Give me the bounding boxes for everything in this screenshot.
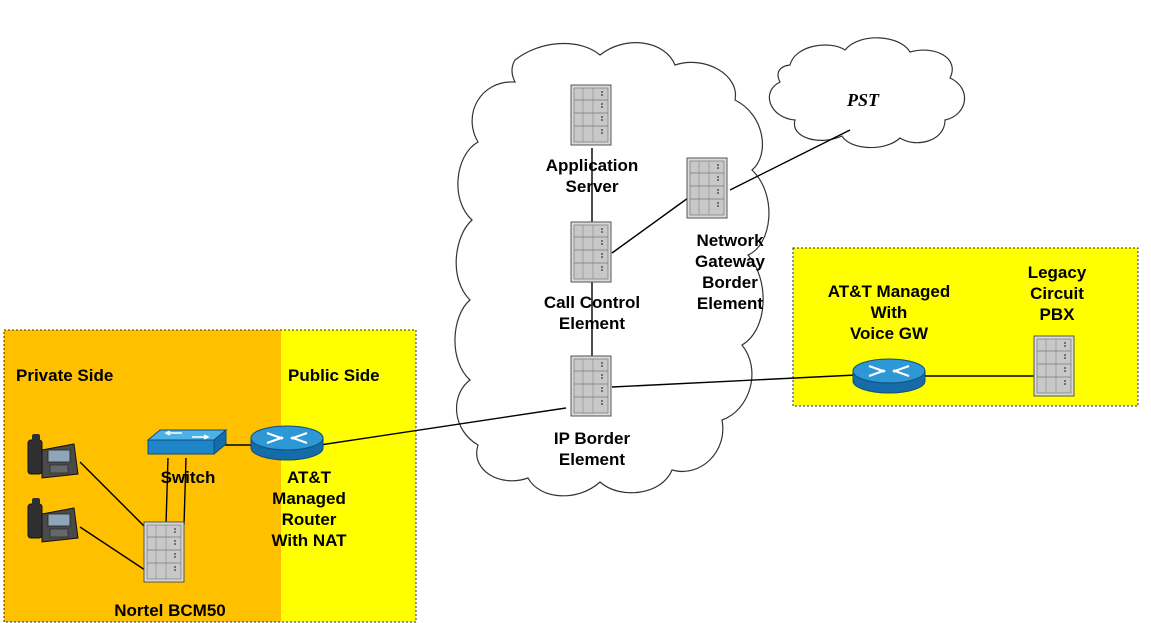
link-phone1-bcm50 xyxy=(79,461,151,533)
connections xyxy=(79,129,1034,573)
att-managed-router-label: AT&T Managed Router With NAT xyxy=(271,468,347,550)
legacy-pbx-label: Legacy Circuit PBX xyxy=(1027,263,1087,324)
link-switch-bcm50-b xyxy=(183,457,187,526)
ip-border-element-icon xyxy=(570,355,612,417)
application-server-label: Application Server xyxy=(545,156,639,196)
remote-site-zone xyxy=(792,247,1139,407)
pstn-cloud-icon xyxy=(768,37,966,149)
nortel-bcm50-icon xyxy=(143,521,185,583)
network-gateway-border-element-label: Network Gateway Border Element xyxy=(695,231,765,313)
nortel-bcm50-label: Nortel BCM50 xyxy=(114,601,226,620)
link-gateway-pstn xyxy=(729,129,851,191)
pstn-label: PST xyxy=(846,90,879,110)
switch-icon xyxy=(147,429,227,455)
call-control-element-icon xyxy=(570,221,612,283)
link-att-router-ip-border xyxy=(319,407,567,446)
call-control-element-label: Call Control Element xyxy=(543,293,641,333)
att-voice-gw-label: AT&T Managed With Voice GW xyxy=(827,282,951,343)
public-side-label: Public Side xyxy=(288,366,380,385)
att-managed-router-icon xyxy=(250,425,324,461)
switch-label: Switch xyxy=(160,468,216,487)
link-switch-bcm50-a xyxy=(165,457,169,526)
ip-border-element-label: IP Border Element xyxy=(553,429,631,469)
private-side-label: Private Side xyxy=(16,366,114,385)
link-ip-border-voice-gw xyxy=(611,374,857,388)
customer-site-border xyxy=(3,329,417,623)
application-server-icon xyxy=(570,84,612,146)
link-phone2-bcm50 xyxy=(79,526,149,573)
att-voice-gw-router-icon xyxy=(852,358,926,394)
public-side-zone xyxy=(281,330,416,622)
network-gateway-border-element-icon xyxy=(686,157,728,219)
link-call-control-gateway xyxy=(611,197,689,254)
legacy-pbx-icon xyxy=(1033,335,1075,397)
